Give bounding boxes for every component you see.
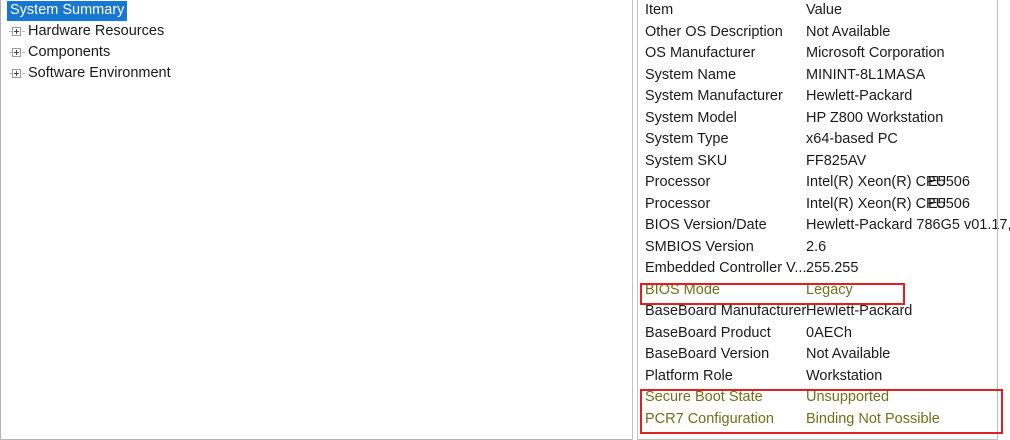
- detail-item-value: Workstation: [806, 367, 883, 384]
- detail-item-value: x64-based PC: [806, 131, 898, 147]
- detail-item-value: Hewlett-Packard: [806, 303, 913, 319]
- detail-item-label: BIOS Mode: [645, 281, 720, 298]
- detail-item-label: Secure Boot State: [645, 389, 763, 405]
- panel-divider-left[interactable]: [632, 0, 633, 440]
- detail-item-value: Not Available: [806, 23, 891, 40]
- tree-item-hardware-resources[interactable]: Hardware Resources: [1, 21, 632, 42]
- detail-list-header: Item Value: [638, 0, 1010, 22]
- detail-item-value: 255.255: [806, 260, 859, 276]
- tree-item-label: System Summary: [7, 0, 128, 21]
- detail-item-label: SMBIOS Version: [645, 238, 754, 255]
- detail-row[interactable]: SMBIOS Version 2.6: [638, 237, 1010, 259]
- detail-item-label: Processor: [645, 174, 711, 190]
- expand-plus-icon[interactable]: [9, 45, 25, 61]
- tree-item-components[interactable]: Components: [1, 42, 632, 63]
- detail-item-label: Other OS Description: [645, 23, 783, 40]
- detail-item-value: MININT-8L1MASA: [806, 66, 926, 83]
- detail-item-value: HP Z800 Workstation: [806, 109, 944, 126]
- detail-item-value: Legacy: [806, 281, 853, 298]
- detail-row[interactable]: BaseBoard Product 0AECh: [638, 323, 1010, 345]
- detail-row[interactable]: Secure Boot State Unsupported: [638, 387, 1010, 409]
- detail-row[interactable]: BaseBoard Version Not Available: [638, 344, 1010, 366]
- detail-item-value-extra: E5506: [928, 195, 970, 212]
- detail-item-label: BaseBoard Product: [645, 324, 771, 341]
- detail-item-value: 0AECh: [806, 324, 852, 341]
- detail-item-value: Intel(R) Xeon(R) CPU: [806, 195, 947, 212]
- detail-item-label: Embedded Controller V...: [645, 260, 807, 276]
- detail-row[interactable]: Platform Role Workstation: [638, 366, 1010, 388]
- detail-item-label: System Model: [645, 109, 737, 126]
- detail-item-label: Platform Role: [645, 367, 733, 384]
- detail-item-label: BIOS Version/Date: [645, 217, 767, 233]
- detail-row[interactable]: Other OS Description Not Available: [638, 22, 1010, 44]
- detail-item-value: Binding Not Possible: [806, 410, 940, 427]
- tree-item-label: Components: [28, 44, 111, 60]
- column-header-value[interactable]: Value: [806, 2, 843, 18]
- detail-row[interactable]: System Manufacturer Hewlett-Packard: [638, 86, 1010, 108]
- detail-item-label: System Manufacturer: [645, 88, 783, 104]
- detail-item-value: Microsoft Corporation: [806, 45, 945, 61]
- detail-item-value: 2.6: [806, 238, 827, 255]
- detail-item-label: System SKU: [645, 152, 728, 169]
- detail-item-label: BaseBoard Version: [645, 346, 770, 362]
- detail-item-label: BaseBoard Manufacturer: [645, 303, 807, 319]
- detail-row[interactable]: System SKU FF825AV: [638, 151, 1010, 173]
- expand-plus-icon[interactable]: [9, 66, 25, 82]
- detail-item-value-extra: E5506: [928, 174, 970, 190]
- detail-item-value: Hewlett-Packard: [806, 88, 913, 104]
- detail-item-label: System Name: [645, 66, 737, 83]
- detail-row[interactable]: Embedded Controller V...255.255: [638, 258, 1010, 280]
- detail-item-value: Unsupported: [806, 389, 890, 405]
- detail-row[interactable]: PCR7 Configuration Binding Not Possible: [638, 409, 1010, 431]
- tree-item-label: Software Environment: [28, 65, 171, 81]
- tree-item-label: Hardware Resources: [28, 23, 165, 39]
- detail-item-label: Processor: [645, 195, 711, 212]
- detail-row[interactable]: OS Manufacturer Microsoft Corporation: [638, 43, 1010, 65]
- detail-row[interactable]: System Type x64-based PC: [638, 129, 1010, 151]
- detail-row[interactable]: System Model HP Z800 Workstation: [638, 108, 1010, 130]
- detail-row[interactable]: System Name MININT-8L1MASA: [638, 65, 1010, 87]
- detail-item-label: System Type: [645, 131, 729, 147]
- detail-item-label: OS Manufacturer: [645, 45, 756, 61]
- tree-item-software-environment[interactable]: Software Environment: [1, 63, 632, 84]
- detail-item-value: Not Available: [806, 346, 891, 362]
- detail-row[interactable]: BIOS Mode Legacy: [638, 280, 1010, 302]
- detail-item-value: Hewlett-Packard 786G5 v01.17, 8/: [806, 217, 1010, 233]
- detail-item-label: PCR7 Configuration: [645, 410, 774, 427]
- detail-panel-right-border: [997, 0, 998, 440]
- detail-item-value: FF825AV: [806, 152, 867, 169]
- detail-row[interactable]: BIOS Version/Date Hewlett-Packard 786G5 v…: [638, 215, 1010, 237]
- column-header-item[interactable]: Item: [645, 2, 674, 18]
- tree-item-system-summary[interactable]: System Summary: [1, 0, 632, 21]
- detail-item-value: Intel(R) Xeon(R) CPU: [806, 174, 947, 190]
- panel-divider-right[interactable]: [637, 0, 638, 440]
- expand-plus-icon[interactable]: [9, 24, 25, 40]
